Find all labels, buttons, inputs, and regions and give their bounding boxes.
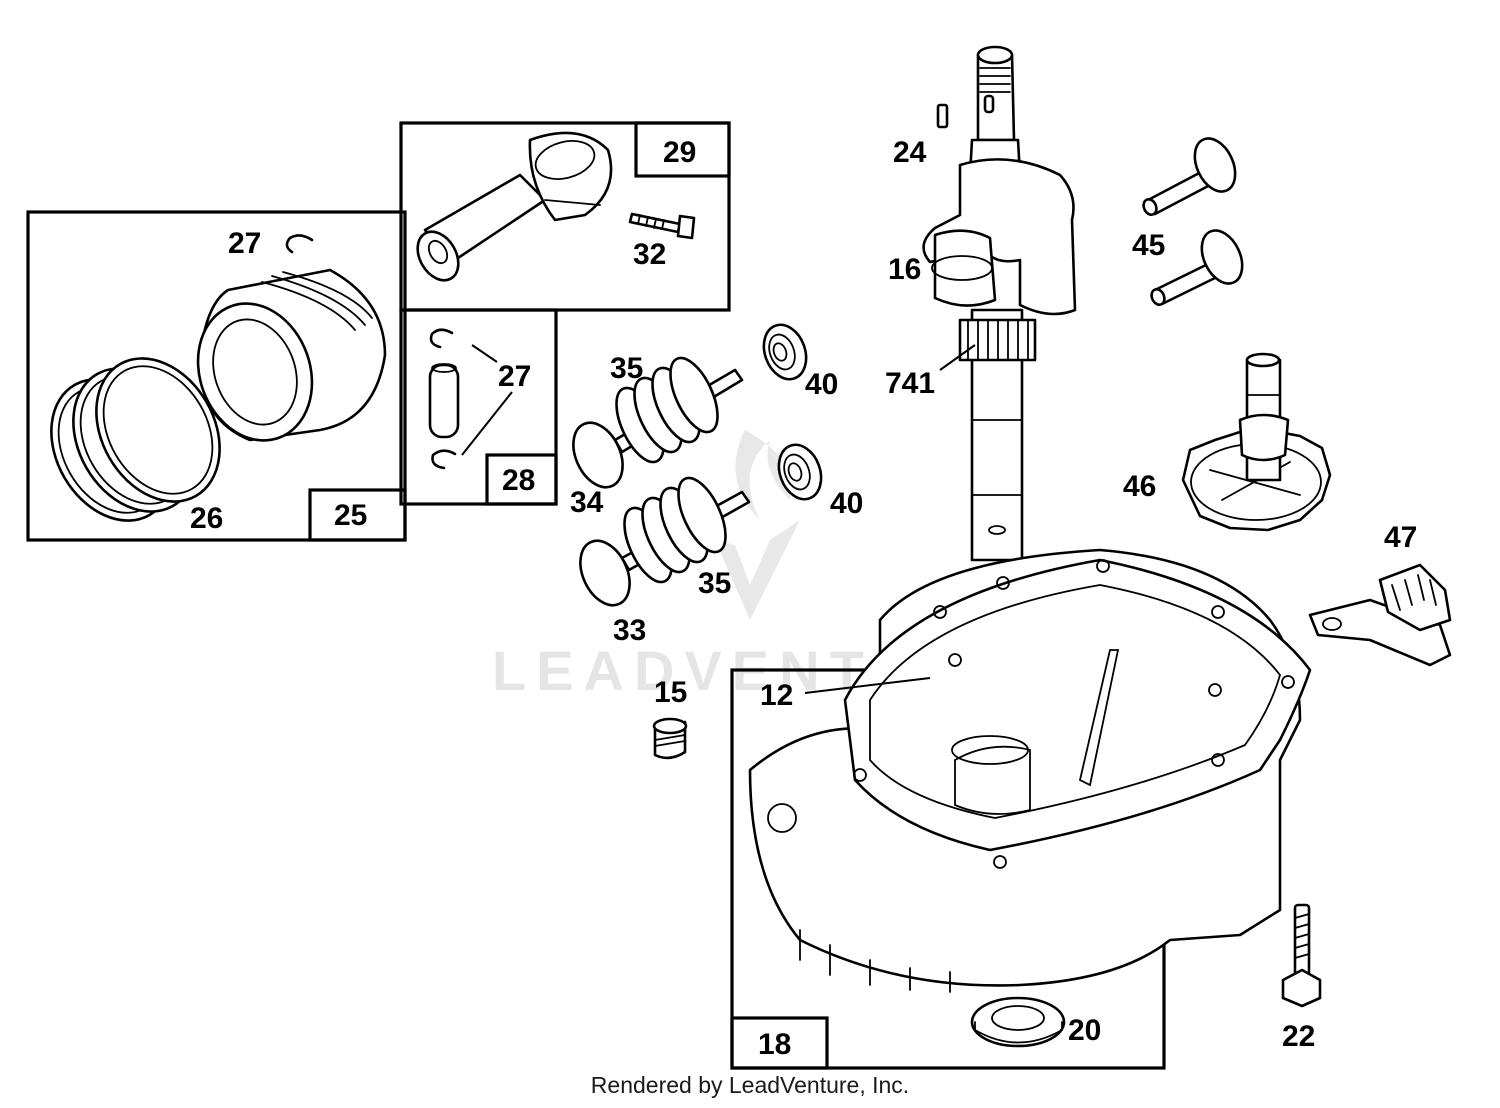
connecting-rod (416, 131, 613, 282)
valve-retainer-upper (762, 323, 808, 381)
callout-35-lower: 35 (698, 567, 731, 600)
drain-plug (652, 717, 688, 760)
intake-valve-upper (572, 356, 744, 489)
wrist-pin-box: 28 27 (399, 308, 558, 506)
callout-20: 20 (1068, 1014, 1101, 1047)
callout-32: 32 (633, 238, 666, 271)
valve-tappet-lower (1150, 229, 1244, 306)
callout-40-upper: 40 (805, 368, 838, 401)
callout-18: 18 (758, 1028, 791, 1061)
callout-27-top: 27 (228, 227, 261, 260)
callout-28: 28 (502, 464, 535, 497)
valve-spring-lower (623, 476, 727, 584)
clip-upper (429, 328, 454, 349)
valve-spring-upper (615, 356, 719, 464)
callout-27-box: 27 (498, 360, 531, 393)
connecting-rod-box: 29 32 (399, 121, 731, 312)
wrist-pin (428, 363, 460, 439)
callout-741: 741 (885, 367, 935, 400)
crankcase-sump (748, 548, 1312, 993)
wrist-pin-clip (285, 234, 314, 254)
callout-29: 29 (663, 136, 696, 169)
camshaft (1181, 352, 1332, 532)
callout-24: 24 (893, 136, 927, 169)
callout-12: 12 (760, 679, 793, 712)
callout-46: 46 (1123, 470, 1156, 503)
exhaust-valve-lower (579, 476, 751, 607)
callout-35-upper: 35 (610, 352, 643, 385)
piston-rings (50, 357, 221, 522)
callout-22: 22 (1282, 1020, 1315, 1053)
callout-25: 25 (334, 499, 367, 532)
sump-bolt (1281, 903, 1322, 1008)
governor-assembly (1308, 563, 1452, 667)
callout-45: 45 (1132, 229, 1165, 262)
callout-33: 33 (613, 614, 646, 647)
clip-lower (431, 449, 457, 470)
render-credit: Rendered by LeadVenture, Inc. (590, 1072, 910, 1098)
callout-34: 34 (570, 486, 604, 519)
callout-16: 16 (888, 253, 921, 286)
valve-tappet-upper (1142, 137, 1237, 216)
callout-47: 47 (1384, 521, 1417, 554)
piston (196, 268, 387, 442)
callout-40-lower: 40 (830, 487, 863, 520)
callout-15: 15 (654, 676, 687, 709)
piston-assembly-box: 25 26 27 (26, 210, 407, 542)
rod-bolt (628, 212, 696, 240)
crankshaft-key (936, 103, 949, 129)
valve-retainer-lower (777, 443, 823, 501)
oil-seal (970, 996, 1066, 1048)
crankshaft (922, 45, 1077, 562)
callout-26: 26 (190, 502, 223, 535)
